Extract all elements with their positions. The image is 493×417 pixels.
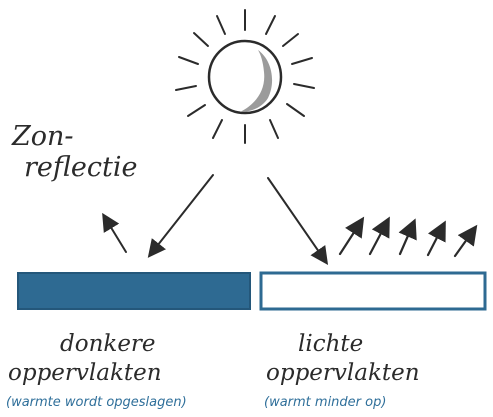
reflection-arrow-light-3 [398,218,417,256]
sun-reflection-label-line1: Zon- [11,121,74,152]
light-surface [259,271,487,311]
reflection-arrow-light-5 [453,224,478,258]
incoming-arrow-light [267,177,329,265]
light-surface-note: (warmt minder op) [264,395,386,410]
light-surface-title-line2: oppervlakten [266,360,420,386]
reflection-arrow-light-1 [338,216,365,256]
reflection-arrow-dark [102,212,127,253]
dark-surface-title-line1: donkere [60,331,156,357]
dark-surface [17,272,251,310]
sun-icon [175,9,315,144]
reflection-arrow-light-4 [426,220,446,257]
dark-surface-note: (warmte wordt opgeslagen) [6,395,187,410]
sun-reflection-label-line2: reflectie [24,152,137,183]
light-surface-title-line1: lichte [298,331,363,357]
incoming-arrow-dark [147,174,214,258]
dark-surface-title-line2: oppervlakten [8,360,162,386]
reflection-arrow-light-2 [368,216,390,256]
